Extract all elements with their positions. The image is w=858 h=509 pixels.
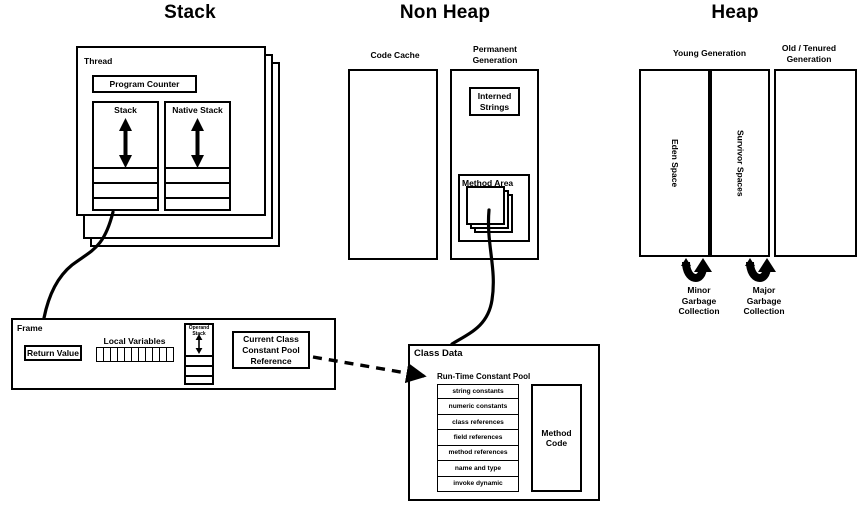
constant-pool-entry[interactable]: field references xyxy=(437,430,519,446)
return-value-box[interactable]: Return Value xyxy=(24,345,82,361)
local-variable-cell[interactable] xyxy=(152,347,159,362)
native-stack-slot-1 xyxy=(164,167,231,182)
operand-stack-slot-2 xyxy=(184,365,214,375)
major-gc-arrow-icon xyxy=(745,258,776,282)
frame-label: Frame xyxy=(17,323,43,333)
constant-pool-entry[interactable]: invoke dynamic xyxy=(437,476,519,492)
class-data-label: Class Data xyxy=(414,348,463,359)
permanent-generation-label: Permanent Generation xyxy=(450,44,540,65)
stack-column-label: Stack xyxy=(114,105,137,115)
stack-slot-1 xyxy=(92,167,159,182)
permgen-line-2: Generation xyxy=(472,54,518,65)
ccpr-line-1: Current Class xyxy=(243,333,299,344)
young-generation-label: Young Generation xyxy=(672,48,747,58)
local-variable-cell[interactable] xyxy=(117,347,124,362)
operand-stack-slot-1 xyxy=(184,355,214,365)
code-cache-label: Code Cache xyxy=(370,50,420,60)
minor-gc-line-3: Collection xyxy=(678,306,720,316)
local-variable-cell[interactable] xyxy=(96,347,103,362)
program-counter-box[interactable]: Program Counter xyxy=(92,75,197,93)
major-gc-line-2: Garbage xyxy=(746,295,782,306)
method-code-line-1: Method xyxy=(541,427,572,438)
local-variable-cell[interactable] xyxy=(124,347,131,362)
interned-line-2: Strings xyxy=(479,101,510,112)
local-variable-cell[interactable] xyxy=(103,347,110,362)
old-tenured-line-1: Old / Tenured xyxy=(781,43,837,53)
operand-stack-label-text: Operand Stack xyxy=(188,325,210,337)
survivor-spaces-label: Survivor Spaces xyxy=(735,129,746,197)
local-variable-cell[interactable] xyxy=(138,347,145,362)
method-area-card-1 xyxy=(466,186,505,225)
native-stack-column-label: Native Stack xyxy=(172,105,223,115)
ccpr-line-2: Constant Pool xyxy=(242,344,300,355)
page-title-non-heap: Non Heap xyxy=(399,2,491,23)
constant-pool-entry[interactable]: name and type xyxy=(437,461,519,477)
stack-slot-2 xyxy=(92,182,159,197)
local-variables-cells[interactable] xyxy=(96,347,174,362)
survivor-spaces-box[interactable] xyxy=(710,69,770,257)
operand-stack-slot-3 xyxy=(184,375,214,385)
current-class-constant-pool-reference-box[interactable]: Current Class Constant Pool Reference xyxy=(232,331,310,369)
old-tenured-label: Old / Tenured Generation xyxy=(764,43,854,64)
minor-gc-line-2: Garbage xyxy=(681,295,717,306)
major-gc-label: Major Garbage Collection xyxy=(726,285,802,317)
thread-label: Thread xyxy=(84,56,113,66)
minor-gc-label: Minor Garbage Collection xyxy=(661,285,737,317)
operand-stack-box[interactable] xyxy=(184,323,214,385)
method-code-box[interactable]: Method Code xyxy=(531,384,582,492)
local-variable-cell[interactable] xyxy=(166,347,174,362)
code-cache-box[interactable] xyxy=(348,69,438,260)
major-gc-line-1: Major xyxy=(752,285,776,295)
eden-space-label: Eden Space xyxy=(669,138,680,188)
constant-pool-entry[interactable]: string constants xyxy=(437,384,519,400)
runtime-constant-pool-label: Run-Time Constant Pool xyxy=(437,372,531,381)
method-area-label: Method Area xyxy=(462,178,514,188)
local-variables-label: Local Variables xyxy=(103,336,166,346)
constant-pool-entry[interactable]: class references xyxy=(437,414,519,431)
method-code-line-2: Code xyxy=(545,438,568,448)
local-variable-cell[interactable] xyxy=(131,347,138,362)
page-title-stack: Stack xyxy=(164,2,216,23)
local-variable-cell[interactable] xyxy=(145,347,152,362)
constant-pool-entry[interactable]: method references xyxy=(437,445,519,462)
ccpr-line-3: Reference xyxy=(250,355,292,366)
interned-line-1: Interned xyxy=(477,91,512,101)
page-title-heap: Heap xyxy=(711,2,759,23)
local-variable-cell[interactable] xyxy=(159,347,166,362)
native-stack-slot-2 xyxy=(164,182,231,197)
minor-gc-line-1: Minor xyxy=(687,285,711,295)
operand-stack-label: Operand Stack xyxy=(184,325,214,337)
eden-space-box[interactable] xyxy=(639,69,710,257)
constant-pool-entry[interactable]: numeric constants xyxy=(437,399,519,415)
local-variable-cell[interactable] xyxy=(110,347,117,362)
stack-slot-3 xyxy=(92,197,159,211)
native-stack-slot-3 xyxy=(164,197,231,211)
old-tenured-line-2: Generation xyxy=(786,53,832,64)
old-tenured-box[interactable] xyxy=(774,69,857,257)
permgen-line-1: Permanent xyxy=(473,44,517,54)
major-gc-line-3: Collection xyxy=(743,306,785,316)
minor-gc-arrow-icon xyxy=(681,258,712,282)
